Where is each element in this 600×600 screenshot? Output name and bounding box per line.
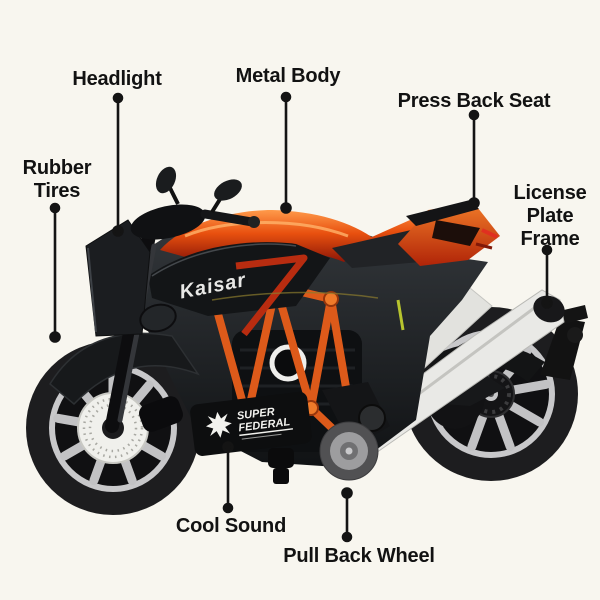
mirror-left xyxy=(155,166,180,205)
label-license-plate-frame: License Plate Frame xyxy=(513,182,587,250)
handlebar xyxy=(130,204,260,240)
label-headlight: Headlight xyxy=(72,68,162,90)
label-pull-back-wheel: Pull Back Wheel xyxy=(283,545,435,567)
pull-back-wheel-part xyxy=(319,382,390,481)
tail-cowl xyxy=(398,200,500,266)
mirror-right xyxy=(210,179,242,214)
label-rubber-tires: Rubber Tires xyxy=(22,157,92,202)
label-metal-body: Metal Body xyxy=(235,65,341,87)
callout-license-plate-frame xyxy=(541,244,553,309)
callout-press-back-seat xyxy=(468,109,480,209)
side-panel: Kaisar xyxy=(148,242,330,337)
taillight xyxy=(481,228,498,239)
lime-accent xyxy=(396,299,405,331)
starburst-icon xyxy=(205,411,232,438)
muffler-tip xyxy=(533,295,565,323)
side-intake xyxy=(139,303,177,333)
sticker-line1: SUPER xyxy=(236,406,275,423)
callout-headlight xyxy=(112,92,124,237)
callout-pull-back-wheel xyxy=(341,487,353,543)
label-cool-sound: Cool Sound xyxy=(175,515,287,537)
callout-metal-body xyxy=(280,91,292,214)
sound-module: SUPER FEDERAL xyxy=(190,391,312,484)
front-brake-caliper xyxy=(139,396,183,432)
gold-pinstripe xyxy=(211,291,379,301)
callout-cool-sound xyxy=(222,441,234,514)
red-accent-stripe xyxy=(235,254,308,337)
headlight-mask xyxy=(85,219,151,337)
callout-rubber-tires xyxy=(49,202,61,343)
label-press-back-seat: Press Back Seat xyxy=(397,90,551,112)
